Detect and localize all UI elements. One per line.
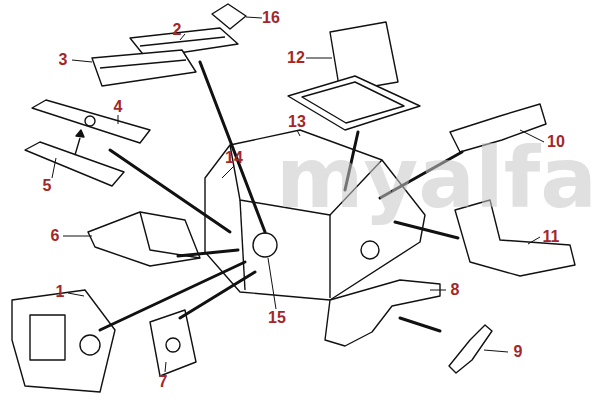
body-crease [240, 200, 245, 290]
floor-section [88, 212, 200, 266]
callout-number: 13 [288, 114, 306, 130]
callout-number: 9 [514, 344, 523, 360]
leader-line [306, 58, 332, 59]
bracket [150, 310, 196, 376]
leader-line [528, 237, 540, 244]
sill-bar [32, 100, 150, 143]
leader-line [484, 350, 508, 352]
pointer-line [178, 250, 238, 256]
panel-crease [100, 60, 186, 68]
leader-line [246, 17, 262, 18]
strap [449, 325, 492, 373]
callout-number: 3 [59, 52, 68, 68]
leader-line [68, 293, 84, 296]
callout-number: 4 [114, 99, 123, 115]
pointer-line [200, 62, 265, 232]
leader-line [268, 258, 276, 309]
body-hole [253, 233, 277, 257]
callout-number: 11 [543, 229, 560, 245]
tub-inner [302, 82, 404, 123]
pointer-line [100, 262, 245, 330]
pointer-line [110, 150, 230, 232]
leader-line [222, 166, 234, 178]
leader-line [118, 115, 119, 124]
support-arm [325, 280, 440, 346]
leader-line [165, 362, 166, 372]
watermark: myalfa [276, 136, 597, 220]
tub-rim [288, 76, 420, 130]
leader-line [52, 158, 56, 178]
leader-line [430, 290, 446, 291]
callout-number: 12 [287, 50, 305, 66]
callout-number: 15 [268, 310, 286, 326]
sill-bar [25, 142, 124, 186]
pointer-line [400, 318, 440, 331]
callout-number: 2 [173, 22, 182, 38]
panel-opening [30, 315, 65, 360]
body-hole [361, 241, 379, 259]
callout-number: 7 [159, 374, 168, 390]
floor-crease [140, 212, 200, 258]
bracket-hole [166, 338, 180, 352]
callout-number: 16 [262, 10, 280, 26]
callout-number: 6 [51, 228, 60, 244]
arrow-head [76, 130, 84, 137]
panel-hole [80, 335, 100, 355]
callout-number: 1 [56, 284, 65, 300]
cowl-panel [92, 50, 196, 86]
sill-boss [85, 116, 95, 126]
leader-line [72, 60, 92, 62]
callout-number: 5 [43, 178, 52, 194]
leader-line [63, 236, 92, 237]
panel-crease [140, 37, 225, 46]
body-crease [329, 215, 330, 298]
pointer-line [395, 222, 458, 238]
plate [212, 4, 246, 29]
callout-number: 14 [225, 150, 243, 166]
front-panel [12, 290, 115, 392]
pointer-line [180, 272, 255, 318]
callout-number: 8 [451, 282, 460, 298]
arrow-line [75, 138, 80, 155]
